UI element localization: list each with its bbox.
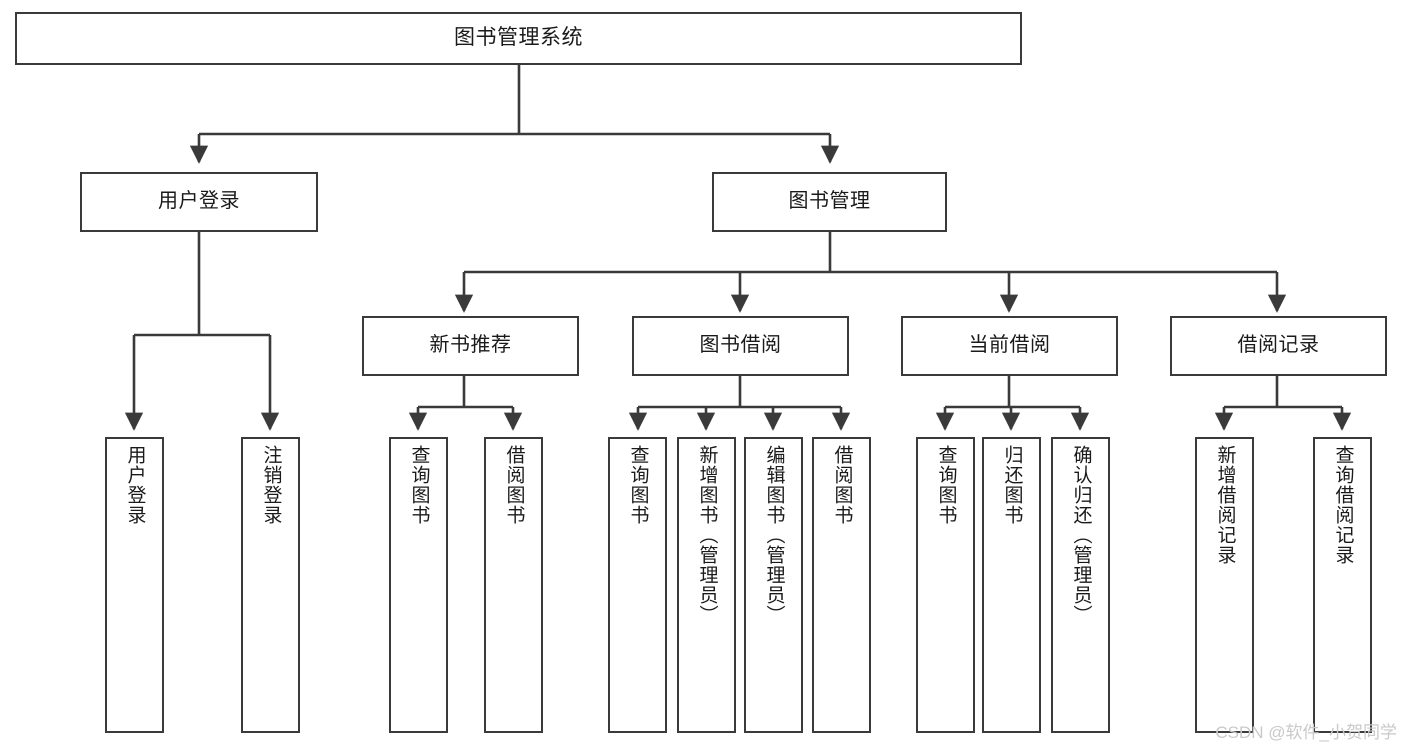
node-label: 借阅记录: [1237, 334, 1320, 357]
node-label: 新增借阅记录: [1214, 445, 1236, 565]
node-leaf-borrow-book-new[interactable]: 借阅图书: [484, 437, 543, 733]
node-label: 当前借阅: [968, 334, 1051, 357]
node-leaf-add-book-admin[interactable]: 新增图书（管理员）: [677, 437, 736, 733]
node-new-book-recommend[interactable]: 新书推荐: [362, 316, 579, 376]
node-leaf-logout[interactable]: 注销登录: [241, 437, 300, 733]
node-leaf-query-book-new[interactable]: 查询图书: [389, 437, 448, 733]
node-leaf-user-login[interactable]: 用户登录: [105, 437, 164, 733]
node-label: 编辑图书（管理员）: [763, 445, 785, 625]
node-label: 图书管理: [788, 190, 871, 213]
node-leaf-add-borrow-record[interactable]: 新增借阅记录: [1195, 437, 1254, 733]
node-label: 查询图书: [627, 445, 649, 525]
node-label: 借阅图书: [503, 445, 525, 525]
node-user-login[interactable]: 用户登录: [80, 172, 318, 232]
node-leaf-return-book[interactable]: 归还图书: [982, 437, 1041, 733]
node-label: 借阅图书: [831, 445, 853, 525]
node-leaf-query-book-borrow[interactable]: 查询图书: [608, 437, 667, 733]
node-label: 查询图书: [935, 445, 957, 525]
node-label: 用户登录: [158, 190, 240, 213]
node-leaf-confirm-return-admin[interactable]: 确认归还（管理员）: [1051, 437, 1110, 733]
node-leaf-query-borrow-record[interactable]: 查询借阅记录: [1313, 437, 1372, 733]
watermark-text: CSDN @软件_小贺同学: [1215, 723, 1397, 742]
node-borrow-record[interactable]: 借阅记录: [1170, 316, 1387, 376]
node-book-borrow[interactable]: 图书借阅: [632, 316, 849, 376]
node-label: 图书借阅: [699, 334, 782, 357]
node-label: 查询图书: [408, 445, 430, 525]
node-label: 新书推荐: [429, 334, 512, 357]
node-label: 注销登录: [260, 445, 282, 525]
node-leaf-edit-book-admin[interactable]: 编辑图书（管理员）: [744, 437, 803, 733]
node-label: 图书管理系统: [454, 26, 583, 50]
node-root-system[interactable]: 图书管理系统: [15, 12, 1022, 65]
node-label: 用户登录: [124, 445, 146, 525]
node-label: 查询借阅记录: [1332, 445, 1354, 565]
node-leaf-borrow-book[interactable]: 借阅图书: [812, 437, 871, 733]
node-label: 新增图书（管理员）: [696, 445, 718, 625]
node-label: 确认归还（管理员）: [1070, 445, 1092, 625]
node-book-management[interactable]: 图书管理: [712, 172, 947, 232]
node-leaf-query-book-current[interactable]: 查询图书: [916, 437, 975, 733]
node-current-borrow[interactable]: 当前借阅: [901, 316, 1118, 376]
node-label: 归还图书: [1001, 445, 1023, 525]
